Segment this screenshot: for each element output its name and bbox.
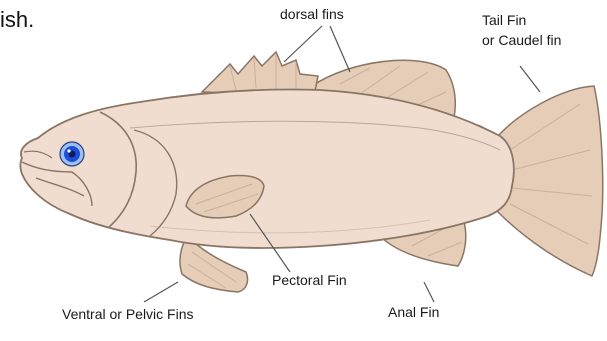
ventral-leader	[144, 282, 178, 302]
dorsal-leader-1	[284, 26, 322, 62]
tail-leader	[520, 66, 540, 92]
label-caudal-fin: or Caudel fin	[482, 32, 561, 48]
fish-body	[21, 90, 514, 249]
label-ventral-pelvic-fins: Ventral or Pelvic Fins	[62, 306, 194, 322]
anal-leader	[424, 282, 434, 302]
eye	[60, 142, 84, 166]
label-tail-fin: Tail Fin	[482, 12, 526, 28]
label-pectoral-fin: Pectoral Fin	[272, 272, 347, 288]
dorsal-leader-2	[330, 26, 350, 72]
cropped-text-fragment: ish.	[0, 8, 34, 32]
label-anal-fin: Anal Fin	[388, 304, 439, 320]
label-dorsal-fins: dorsal fins	[280, 6, 344, 22]
